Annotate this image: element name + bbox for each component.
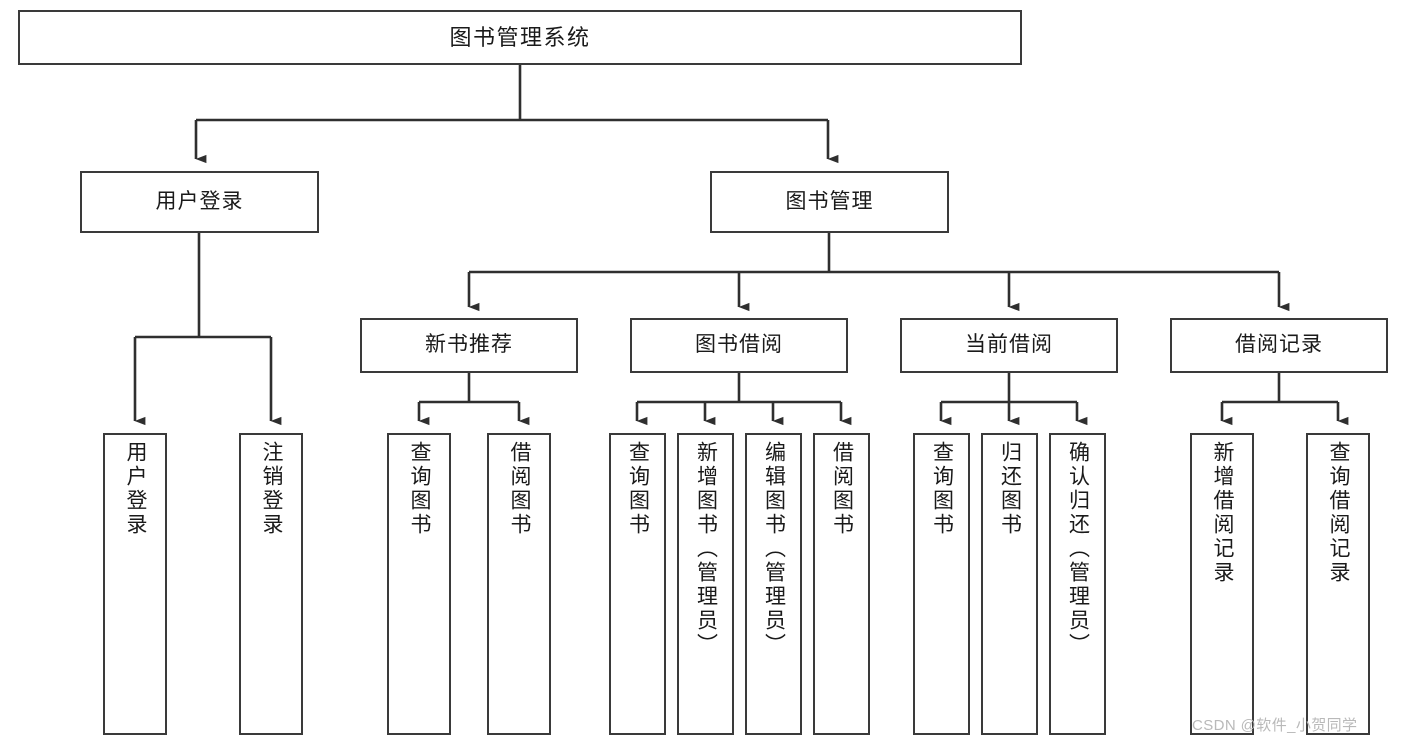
leaf-add-borrow-record[interactable]: 新增借阅记录 — [1190, 433, 1254, 735]
node-label: 用户登录 — [155, 189, 244, 213]
leaf-query-book-recommendation[interactable]: 查询图书 — [387, 433, 451, 735]
leaf-query-book-current[interactable]: 查询图书 — [913, 433, 970, 735]
node-label: 借阅图书 — [508, 441, 532, 537]
leaf-logout[interactable]: 注销登录 — [239, 433, 303, 735]
node-label: 查询借阅记录 — [1327, 441, 1351, 585]
node-label: 新书推荐 — [425, 333, 513, 357]
leaf-borrow-book[interactable]: 借阅图书 — [813, 433, 870, 735]
node-label: 查询图书 — [626, 441, 650, 537]
node-label: 注销登录 — [260, 441, 284, 537]
node-label: 借阅记录 — [1235, 333, 1323, 357]
leaf-add-book-admin[interactable]: 新增图书（管理员） — [677, 433, 734, 735]
node-label: 查询图书 — [930, 441, 954, 537]
leaf-return-book[interactable]: 归还图书 — [981, 433, 1038, 735]
node-label: 编辑图书（管理员） — [762, 441, 786, 657]
node-current-borrow[interactable]: 当前借阅 — [900, 318, 1118, 373]
node-label: 新增借阅记录 — [1211, 441, 1235, 585]
node-book-management[interactable]: 图书管理 — [710, 171, 949, 233]
node-user-login[interactable]: 用户登录 — [80, 171, 319, 233]
node-label: 用户登录 — [124, 441, 148, 537]
node-label: 图书借阅 — [695, 333, 783, 357]
node-label: 图书管理 — [785, 189, 874, 213]
leaf-borrow-book-recommendation[interactable]: 借阅图书 — [487, 433, 551, 735]
node-label: 查询图书 — [408, 441, 432, 537]
node-label: 当前借阅 — [965, 333, 1053, 357]
leaf-user-login[interactable]: 用户登录 — [103, 433, 167, 735]
node-root-book-management-system[interactable]: 图书管理系统 — [18, 10, 1022, 65]
leaf-edit-book-admin[interactable]: 编辑图书（管理员） — [745, 433, 802, 735]
node-label: 图书管理系统 — [449, 24, 591, 50]
leaf-query-book[interactable]: 查询图书 — [609, 433, 666, 735]
node-borrow-record[interactable]: 借阅记录 — [1170, 318, 1388, 373]
leaf-confirm-return-admin[interactable]: 确认归还（管理员） — [1049, 433, 1106, 735]
node-label: 新增图书（管理员） — [694, 441, 718, 657]
leaf-query-borrow-record[interactable]: 查询借阅记录 — [1306, 433, 1370, 735]
node-label: 借阅图书 — [830, 441, 854, 537]
csdn-watermark: CSDN @软件_小贺同学 — [1192, 717, 1358, 734]
node-label: 归还图书 — [998, 441, 1022, 537]
node-label: 确认归还（管理员） — [1066, 441, 1090, 657]
node-book-borrow[interactable]: 图书借阅 — [630, 318, 848, 373]
node-new-book-recommendation[interactable]: 新书推荐 — [360, 318, 578, 373]
